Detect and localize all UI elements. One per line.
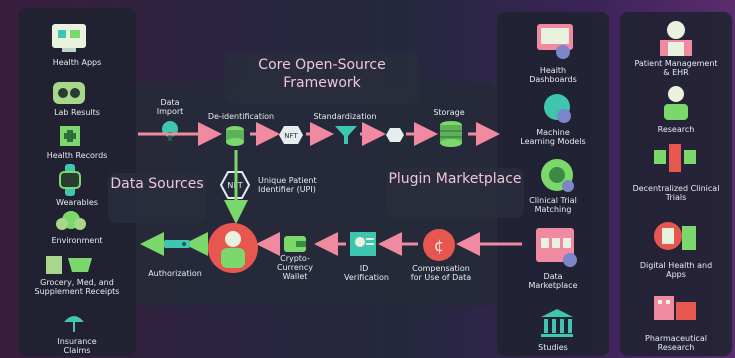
data-sources-title: Data Sources — [108, 173, 206, 223]
dashboard-icon — [535, 22, 575, 60]
source-health-apps: Health Apps — [52, 58, 102, 67]
ml-models-icon — [540, 92, 574, 126]
source-insurance: Insurance Claims — [57, 337, 97, 356]
upi-label: Unique Patient Identifier (UPI) — [258, 176, 317, 195]
app-patient-management: Patient Management & EHR — [634, 59, 718, 78]
source-lab-results: Lab Results — [54, 108, 100, 117]
standardization-label: Standardization — [313, 112, 377, 121]
patient-avatar-icon — [204, 222, 262, 274]
applications-panel — [620, 12, 732, 356]
lab-results-icon — [51, 78, 87, 106]
svg-text:¢: ¢ — [434, 236, 444, 255]
plugin-data-marketplace: Data Marketplace — [528, 272, 578, 291]
storage-icon — [438, 120, 464, 148]
app-research: Research — [657, 125, 695, 134]
id-verification-label: ID Verification — [344, 264, 389, 283]
clinical-trial-icon — [538, 156, 576, 194]
digital-health-icon — [652, 218, 698, 256]
nft-hex-icon: NFT — [278, 125, 304, 145]
authorization-label: Authorization — [148, 269, 202, 278]
data-import-label: Data Import — [156, 98, 184, 117]
svg-text:NFT: NFT — [284, 132, 298, 140]
plugin-health-dashboards: Health Dashboards — [529, 66, 577, 85]
app-pharma-research: Pharmaceutical Research — [645, 334, 707, 353]
health-apps-icon — [50, 20, 88, 54]
key-icon — [164, 236, 190, 252]
storage-label: Storage — [433, 108, 465, 117]
filter-icon — [334, 124, 358, 146]
grocery-icon — [44, 254, 94, 276]
app-digital-health: Digital Health and Apps — [639, 261, 713, 280]
umbrella-icon — [62, 312, 86, 334]
pharma-icon — [652, 290, 698, 322]
studies-icon — [540, 308, 574, 338]
source-environment: Environment — [51, 236, 103, 245]
app-decentralized-trials: Decentralized Clinical Trials — [632, 184, 720, 203]
plugin-ml-models: Machine Learning Models — [520, 128, 586, 147]
doctor-icon — [658, 18, 694, 58]
core-framework-title: Core Open-Source Framework — [225, 52, 419, 104]
deid-label: De-identification — [207, 112, 275, 121]
environment-icon — [55, 210, 87, 232]
data-marketplace-icon — [534, 226, 578, 268]
source-grocery: Grocery, Med, and Supplement Receipts — [34, 278, 120, 297]
nft-hex-small-icon — [385, 127, 405, 143]
plugin-clinical-trial: Clinical Trial Matching — [529, 196, 577, 215]
coin-icon: ¢ — [422, 228, 456, 262]
compensation-label: Compensation for Use of Data — [410, 264, 472, 283]
plugin-marketplace-title: Plugin Marketplace — [386, 168, 524, 218]
wallet-label: Crypto- Currency Wallet — [276, 254, 314, 282]
wearables-icon — [57, 164, 83, 196]
health-records-icon — [58, 124, 82, 148]
deid-icon — [224, 124, 246, 148]
plugin-studies: Studies — [538, 343, 568, 352]
wallet-icon — [282, 234, 308, 254]
decentralized-trials-icon — [652, 140, 698, 178]
id-verification-icon — [348, 230, 378, 258]
researcher-icon — [658, 84, 694, 122]
source-wearables: Wearables — [56, 198, 98, 207]
source-health-records: Health Records — [46, 151, 108, 160]
